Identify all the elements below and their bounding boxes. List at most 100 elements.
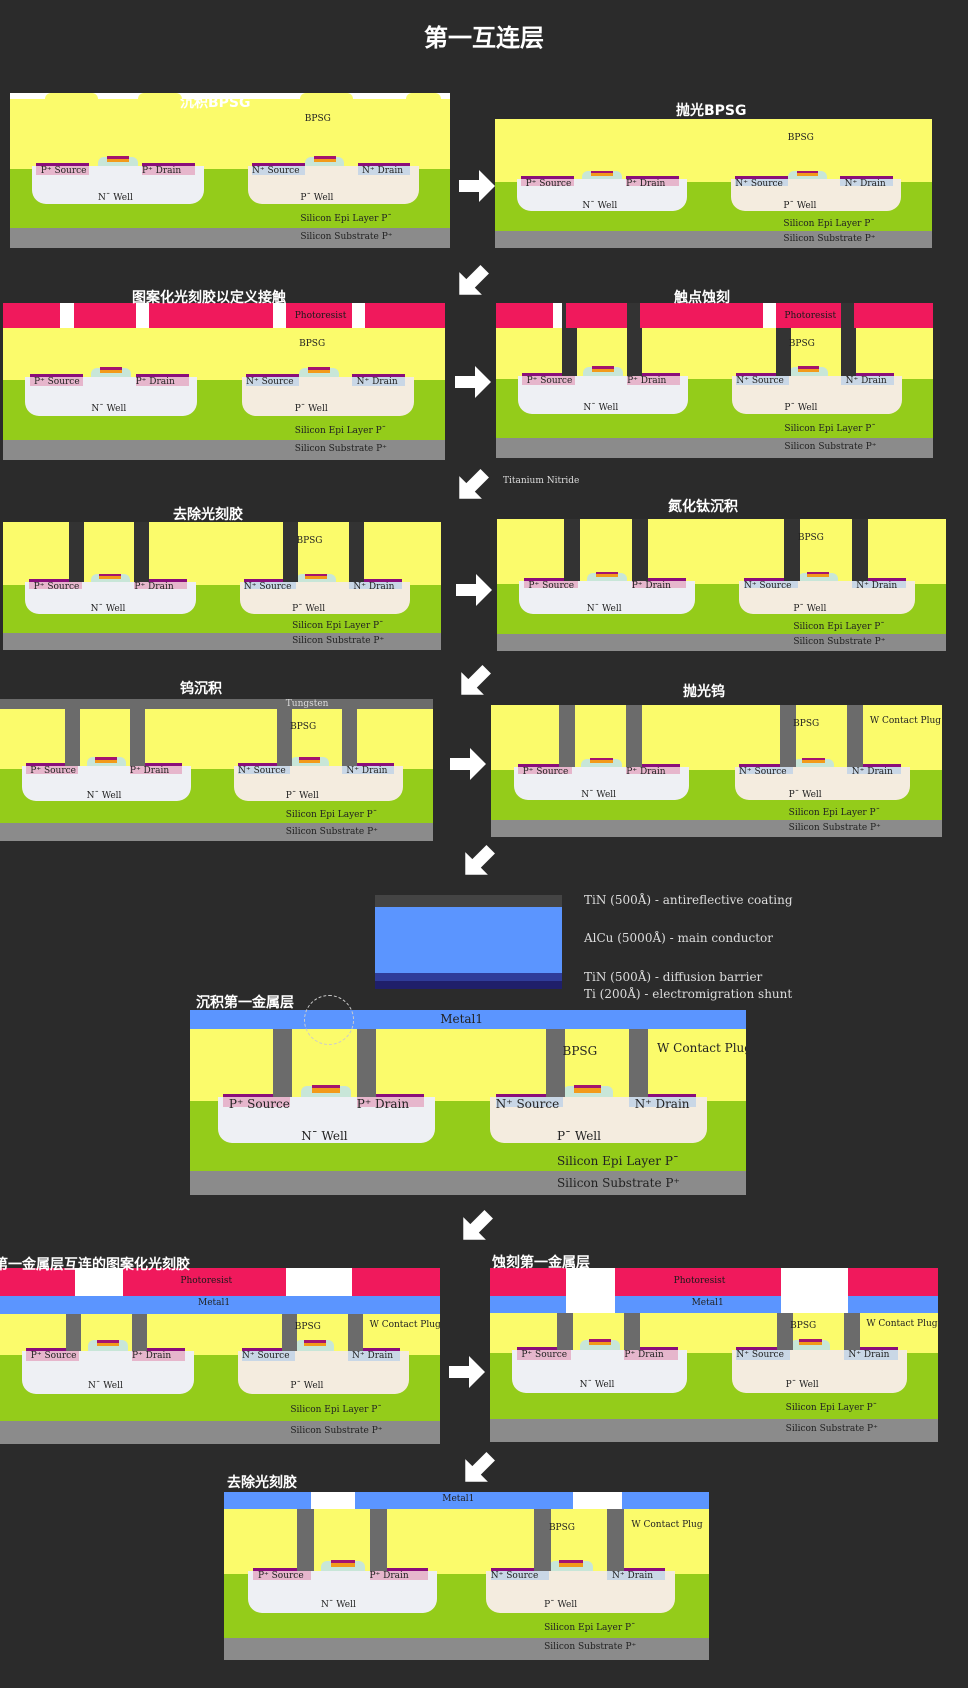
photoresist-block (490, 1268, 567, 1296)
photoresist-block (365, 303, 445, 328)
p-drain-label: P⁺ Drain (129, 766, 170, 776)
n-source-label: N⁺ Source (736, 376, 784, 386)
p-source-label: P⁺ Source (521, 1350, 568, 1360)
gate-poly (96, 1342, 119, 1346)
source-drain-region (521, 179, 574, 186)
silicide-strip (843, 1347, 898, 1350)
substrate-layer (190, 1171, 746, 1195)
tungsten-plug (534, 1509, 552, 1571)
contact-hole (841, 303, 857, 376)
n-well-label: N¯ Well (581, 790, 617, 800)
p-well-label: P¯ Well (290, 1381, 324, 1391)
w-contact-plug-label: W Contact Plug (369, 1320, 440, 1330)
process-arrow-icon (441, 455, 503, 517)
p-drain-label: P⁺ Drain (627, 376, 667, 386)
source-drain-region (342, 766, 395, 774)
silicide-strip (516, 1347, 571, 1350)
epi-label: Silicon Epi Layer P¯ (292, 621, 384, 631)
silicide-strip (134, 579, 187, 582)
tungsten-plug (281, 1314, 297, 1351)
n-drain-label: N⁺ Drain (848, 1350, 890, 1360)
contact-hole (627, 303, 643, 376)
tungsten-plug (347, 1314, 363, 1351)
bpsg-label: BPSG (562, 1044, 598, 1058)
photoresist-label: Photoresist (180, 1276, 233, 1286)
p-drain-label: P⁺ Drain (134, 582, 174, 592)
metal1-label: Metal1 (198, 1298, 231, 1308)
silicide-strip (223, 1094, 291, 1097)
gate-spacer (797, 573, 839, 581)
contact-hole (631, 519, 648, 581)
gate-silicide (590, 758, 613, 760)
n-drain-label: N⁺ Drain (346, 766, 388, 776)
substrate-label: Silicon Substrate P⁺ (290, 1426, 383, 1436)
contact-hole (134, 522, 150, 582)
silicide-strip (29, 374, 83, 377)
bpsg-label: BPSG (296, 536, 323, 546)
gate-silicide (96, 1340, 119, 1343)
metal1-line (490, 1296, 567, 1313)
substrate-layer (497, 634, 946, 651)
n-well-label: N¯ Well (88, 1381, 123, 1391)
p-source-label: P⁺ Source (33, 582, 80, 592)
source-drain-region (522, 376, 575, 385)
n-drain-label: N⁺ Drain (844, 179, 886, 189)
tungsten-plug (779, 705, 796, 767)
gate-silicide (591, 171, 613, 173)
bpsg-label: BPSG (548, 1523, 575, 1533)
contact-hole (349, 522, 365, 582)
p-drain-label: P⁺ Drain (135, 377, 175, 387)
substrate-label: Silicon Substrate P⁺ (785, 1424, 878, 1434)
n-well-label: N¯ Well (321, 1600, 356, 1610)
photoresist-block (352, 1268, 440, 1296)
bpsg-label: BPSG (793, 719, 820, 729)
n-drain-label: N⁺ Drain (845, 376, 887, 386)
silicide-strip (352, 374, 406, 377)
epi-label: Silicon Epi Layer P¯ (788, 808, 881, 818)
process-arrow-icon (447, 831, 509, 893)
photoresist-block (0, 1268, 75, 1296)
gate-silicide (307, 367, 331, 370)
step-title: 氮化钛沉积 (668, 499, 738, 515)
silicide-strip (495, 1094, 563, 1097)
metal1-line (848, 1296, 938, 1313)
source-drain-region (223, 1097, 291, 1107)
n-source-label: N⁺ Source (246, 377, 294, 387)
source-drain-region (847, 767, 902, 774)
n-drain-label: N⁺ Drain (634, 1097, 690, 1111)
p-well-label: P¯ Well (544, 1600, 578, 1610)
substrate-layer (496, 438, 933, 458)
silicide-strip (521, 176, 574, 179)
n-drain-label: N⁺ Drain (352, 1351, 394, 1361)
process-arrow-icon (443, 651, 505, 713)
p-drain-label: P⁺ Drain (132, 1351, 172, 1361)
photoresist-block (73, 303, 136, 328)
silicide-strip (735, 176, 788, 179)
metal-stack-layer (375, 973, 562, 981)
gate-silicide (95, 757, 117, 760)
silicide-strip (253, 1568, 312, 1571)
gate-poly (797, 368, 820, 372)
gate-poly (106, 158, 129, 162)
silicide-strip (342, 763, 395, 766)
tungsten-plug (129, 709, 145, 766)
bpsg-label: BPSG (304, 114, 331, 124)
process-arrow-icon (441, 251, 503, 313)
silicide-strip (29, 579, 82, 582)
source-drain-region (631, 581, 686, 588)
bpsg-bump (300, 93, 354, 103)
source-drain-region (238, 766, 291, 774)
gate-poly (573, 1088, 602, 1093)
gate-spacer (579, 1340, 620, 1350)
silicide-strip (522, 373, 575, 376)
gate-poly (591, 173, 613, 176)
silicide-strip (129, 763, 182, 766)
w-contact-plug-label: W Contact Plug (657, 1041, 746, 1055)
tungsten-plug (557, 1313, 574, 1350)
photoresist-block (285, 303, 353, 328)
n-source-label: N⁺ Source (242, 1351, 290, 1361)
gate-silicide (806, 572, 830, 574)
